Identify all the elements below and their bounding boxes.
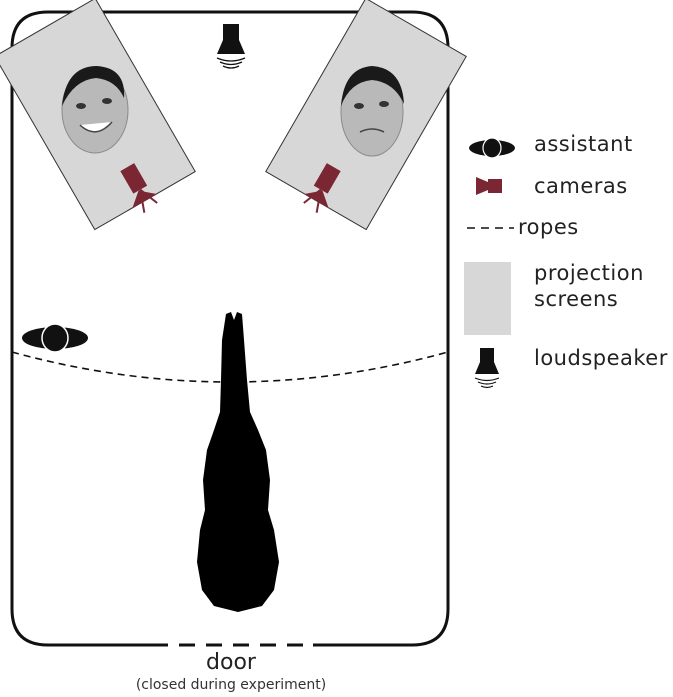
legend-screen-swatch-icon [464, 262, 511, 335]
legend-loudspeaker-icon [474, 348, 500, 389]
camera-right [303, 163, 341, 213]
assistant-icon [22, 323, 88, 353]
loudspeaker-icon [216, 24, 246, 69]
legend-label-loudspeaker: loudspeaker [534, 346, 668, 370]
door-note: (closed during experiment) [135, 677, 327, 693]
horse-silhouette [197, 312, 279, 612]
legend-label-assistant: assistant [534, 132, 633, 156]
legend-label-ropes: ropes [518, 215, 579, 239]
legend-label-cameras: cameras [534, 174, 628, 198]
legend-camera-icon [476, 177, 502, 195]
legend-label-projection-screens: projection screens [534, 261, 644, 311]
arena-wall [10, 10, 450, 647]
legend-assistant-icon [469, 137, 515, 159]
face-sad [340, 66, 404, 157]
door-label: door [206, 650, 256, 675]
camera-left [120, 163, 158, 213]
face-smiling [61, 66, 129, 154]
